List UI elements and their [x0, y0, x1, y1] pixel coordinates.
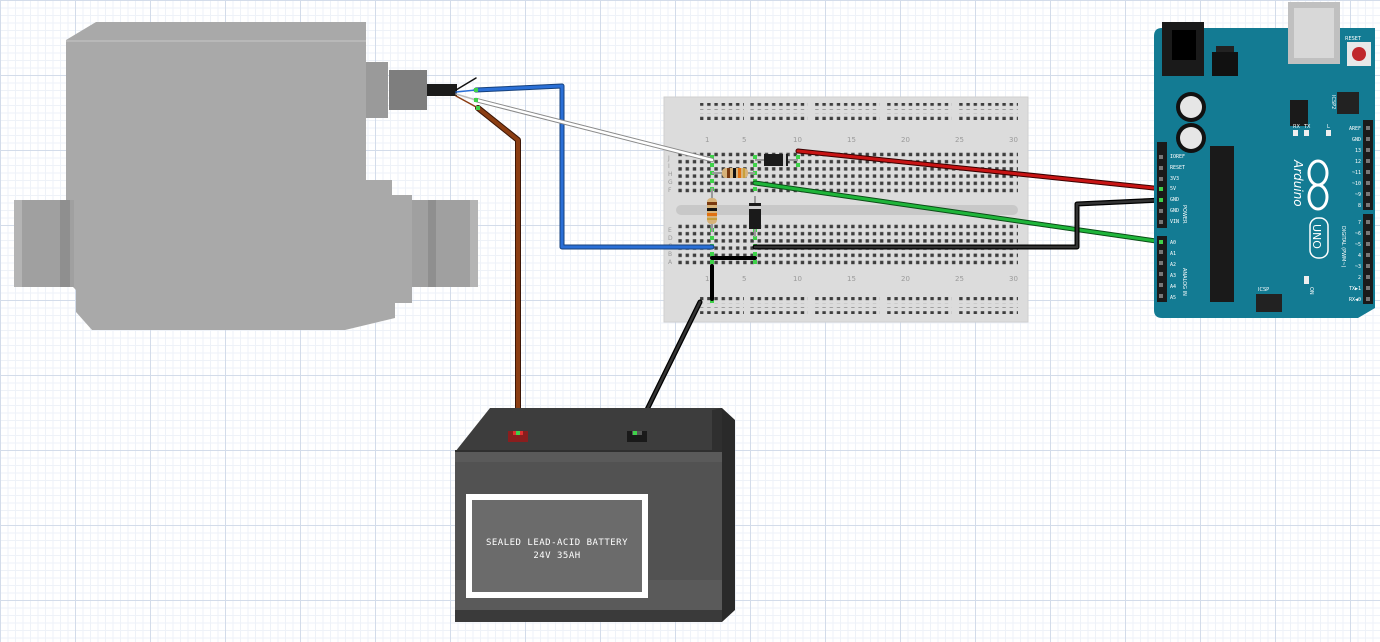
pin-label: GND	[1170, 197, 1179, 203]
pin-label: A5	[1170, 295, 1176, 301]
pin-label: RX◀0	[1349, 297, 1361, 303]
arduino-model-label: UNO	[1310, 224, 1323, 249]
breadboard-row-label: J	[667, 155, 670, 162]
battery-negative-terminal[interactable]	[627, 431, 647, 442]
breadboard-row-label: F	[668, 187, 672, 194]
breadboard-col-label: 1	[705, 136, 709, 144]
pin-label: ~11	[1352, 170, 1361, 176]
power-header[interactable]	[1157, 142, 1167, 228]
pin-label: A2	[1170, 262, 1176, 268]
icsp2-label: ICSP2	[1330, 95, 1336, 109]
breadboard-col-label: 10	[793, 275, 802, 283]
pin-label: ~5	[1355, 242, 1361, 248]
microcontroller-chip	[1210, 146, 1234, 302]
resistor-horizontal[interactable]	[712, 168, 755, 178]
battery-label-rating: 24V 35AH	[533, 551, 580, 561]
arduino-brand-label: Arduino	[1291, 159, 1305, 207]
pin-label: 3V3	[1170, 176, 1179, 182]
breadboard-col-label: 20	[901, 136, 910, 144]
breadboard-col-label: 20	[901, 275, 910, 283]
pin-label: RESET	[1170, 165, 1185, 171]
breadboard-row-label: G	[668, 179, 673, 186]
pin-label: 8	[1358, 203, 1361, 209]
pin-label: 12	[1355, 159, 1361, 165]
breadboard-col-label: 30	[1009, 136, 1018, 144]
pin-label: 4	[1358, 253, 1361, 259]
digital-header-top[interactable]	[1363, 120, 1373, 210]
breadboard-col-label: 5	[742, 275, 746, 283]
pin-label: AREF	[1349, 126, 1361, 132]
pin-label: GND	[1170, 208, 1179, 214]
tx-led-label: TX	[1303, 124, 1311, 130]
icsp-header[interactable]	[1256, 294, 1282, 312]
breadboard-col-label: 10	[793, 136, 802, 144]
pin-label: ~6	[1355, 231, 1361, 237]
pin-label: ~10	[1352, 181, 1361, 187]
arduino-logo-icon	[1307, 159, 1329, 211]
analog-header[interactable]	[1157, 236, 1167, 302]
icsp2-header[interactable]	[1337, 92, 1359, 114]
analog-section-label: ANALOG IN	[1181, 268, 1187, 296]
diode-vertical[interactable]	[749, 196, 761, 237]
breadboard-row-label: A	[668, 259, 673, 266]
diode-horizontal[interactable]	[755, 154, 798, 166]
on-led-label: ON	[1308, 287, 1314, 295]
pin-label: VIN	[1170, 219, 1179, 225]
arduino-uno: RESET ICSP2 RX TX L Arduino UNO O	[1154, 2, 1375, 318]
solenoid-valve	[14, 22, 478, 330]
power-section-label: POWER	[1181, 205, 1187, 224]
pin-label: GND	[1352, 137, 1361, 143]
resistor-vertical[interactable]	[707, 188, 717, 232]
battery-label-type: SEALED LEAD-ACID BATTERY	[486, 538, 628, 548]
l-led-label: L	[1327, 124, 1330, 130]
breadboard-row-label: B	[668, 251, 672, 258]
pin-label: 2	[1358, 275, 1361, 281]
rx-led-label: RX	[1293, 124, 1300, 130]
pin-label: A0	[1170, 240, 1176, 246]
reset-label: RESET	[1345, 36, 1362, 42]
pin-label: A1	[1170, 251, 1176, 257]
breadboard-col-label: 1	[705, 275, 709, 283]
breadboard-col-label: 30	[1009, 275, 1018, 283]
battery-positive-terminal[interactable]	[508, 431, 528, 442]
icsp-label: ICSP	[1258, 287, 1269, 293]
pin-label: ~9	[1355, 192, 1361, 198]
digital-header-bottom[interactable]	[1363, 214, 1373, 304]
breadboard-col-label: 15	[847, 136, 856, 144]
breadboard-col-label: 15	[847, 275, 856, 283]
pin-label: 7	[1358, 220, 1361, 226]
pin-label: 5V	[1170, 186, 1176, 192]
breadboard-col-label: 25	[955, 275, 964, 283]
pin-label: ~3	[1355, 264, 1361, 270]
breadboard-col-label: 5	[742, 136, 746, 144]
brown-wire[interactable]	[475, 105, 521, 437]
battery: SEALED LEAD-ACID BATTERY 24V 35AH	[455, 408, 735, 622]
breadboard: 1 5 10 15 20 25 30 1 5 10 15 20 25 30 J …	[663, 96, 1029, 323]
digital-section-label: DIGITAL (PWM~)	[1340, 226, 1346, 268]
pin-label: A4	[1170, 284, 1176, 290]
pin-label: TX▶1	[1349, 286, 1361, 292]
breadboard-row-label: H	[668, 171, 673, 178]
pin-label: 13	[1355, 148, 1361, 154]
breadboard-col-label: 25	[955, 136, 964, 144]
breadboard-row-label: E	[668, 227, 672, 234]
breadboard-row-label: D	[668, 235, 673, 242]
pin-label: IOREF	[1170, 154, 1185, 160]
pin-label: A3	[1170, 273, 1176, 279]
breadboard-row-label: I	[668, 163, 670, 170]
